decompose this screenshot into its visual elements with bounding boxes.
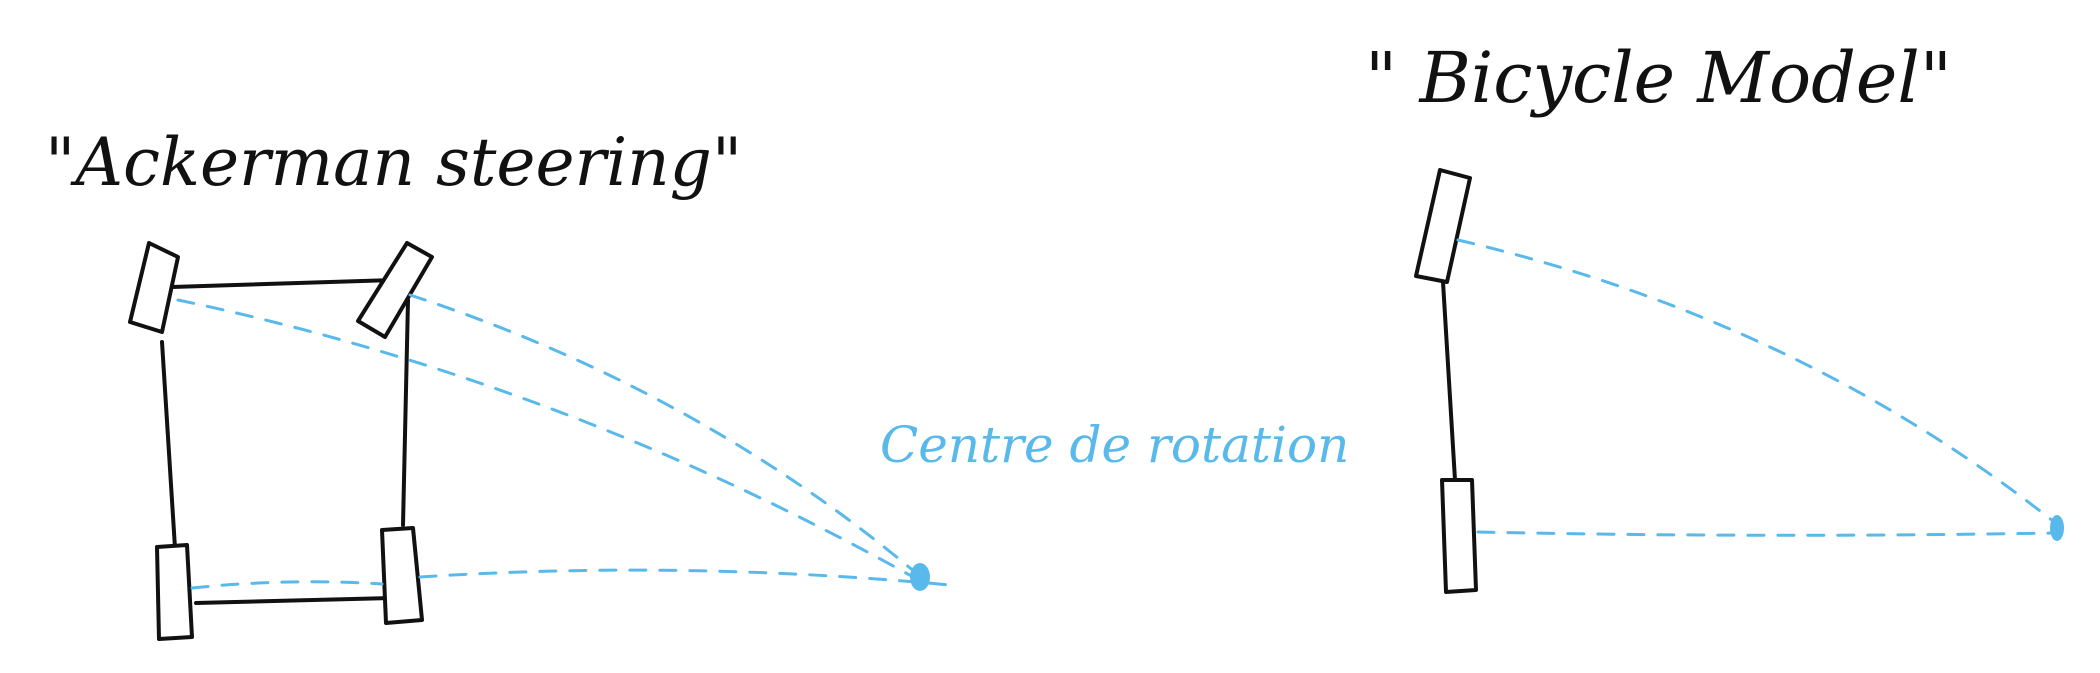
bicycle-ray-rear — [1476, 530, 2054, 537]
ackerman-ray-front-right — [408, 293, 924, 580]
bicycle-diagram: " Bicycle Model" — [1365, 37, 2064, 594]
bicycle-centre-of-rotation-dot — [2050, 515, 2064, 541]
ackerman-title: "Ackerman steering" — [45, 124, 742, 201]
ackerman-right-side — [401, 298, 410, 527]
bicycle-frame — [1441, 280, 1457, 482]
bicycle-ray-front — [1456, 238, 2060, 527]
bicycle-title: " Bicycle Model" — [1365, 37, 1952, 119]
ackerman-front-axle — [170, 278, 397, 289]
ackerman-ray-rear-extension — [418, 568, 952, 587]
ackerman-ray-front-left — [176, 298, 917, 580]
centre-of-rotation-label: Centre de rotation — [880, 416, 1349, 474]
ackerman-front-left-wheel — [128, 241, 180, 334]
ackerman-centre-of-rotation-dot — [910, 563, 930, 591]
ackerman-front-right-wheel — [356, 241, 434, 339]
ackerman-left-side — [160, 340, 177, 550]
bicycle-rear-wheel — [1440, 478, 1478, 594]
ackerman-rear-axle — [194, 596, 394, 605]
ackerman-rear-left-wheel — [155, 543, 194, 641]
bicycle-front-wheel — [1414, 168, 1472, 284]
ackerman-diagram: "Ackerman steering" Centre de rotation — [45, 124, 1349, 641]
ackerman-ray-rear-axle — [190, 580, 384, 590]
ackerman-rear-right-wheel — [380, 526, 424, 625]
